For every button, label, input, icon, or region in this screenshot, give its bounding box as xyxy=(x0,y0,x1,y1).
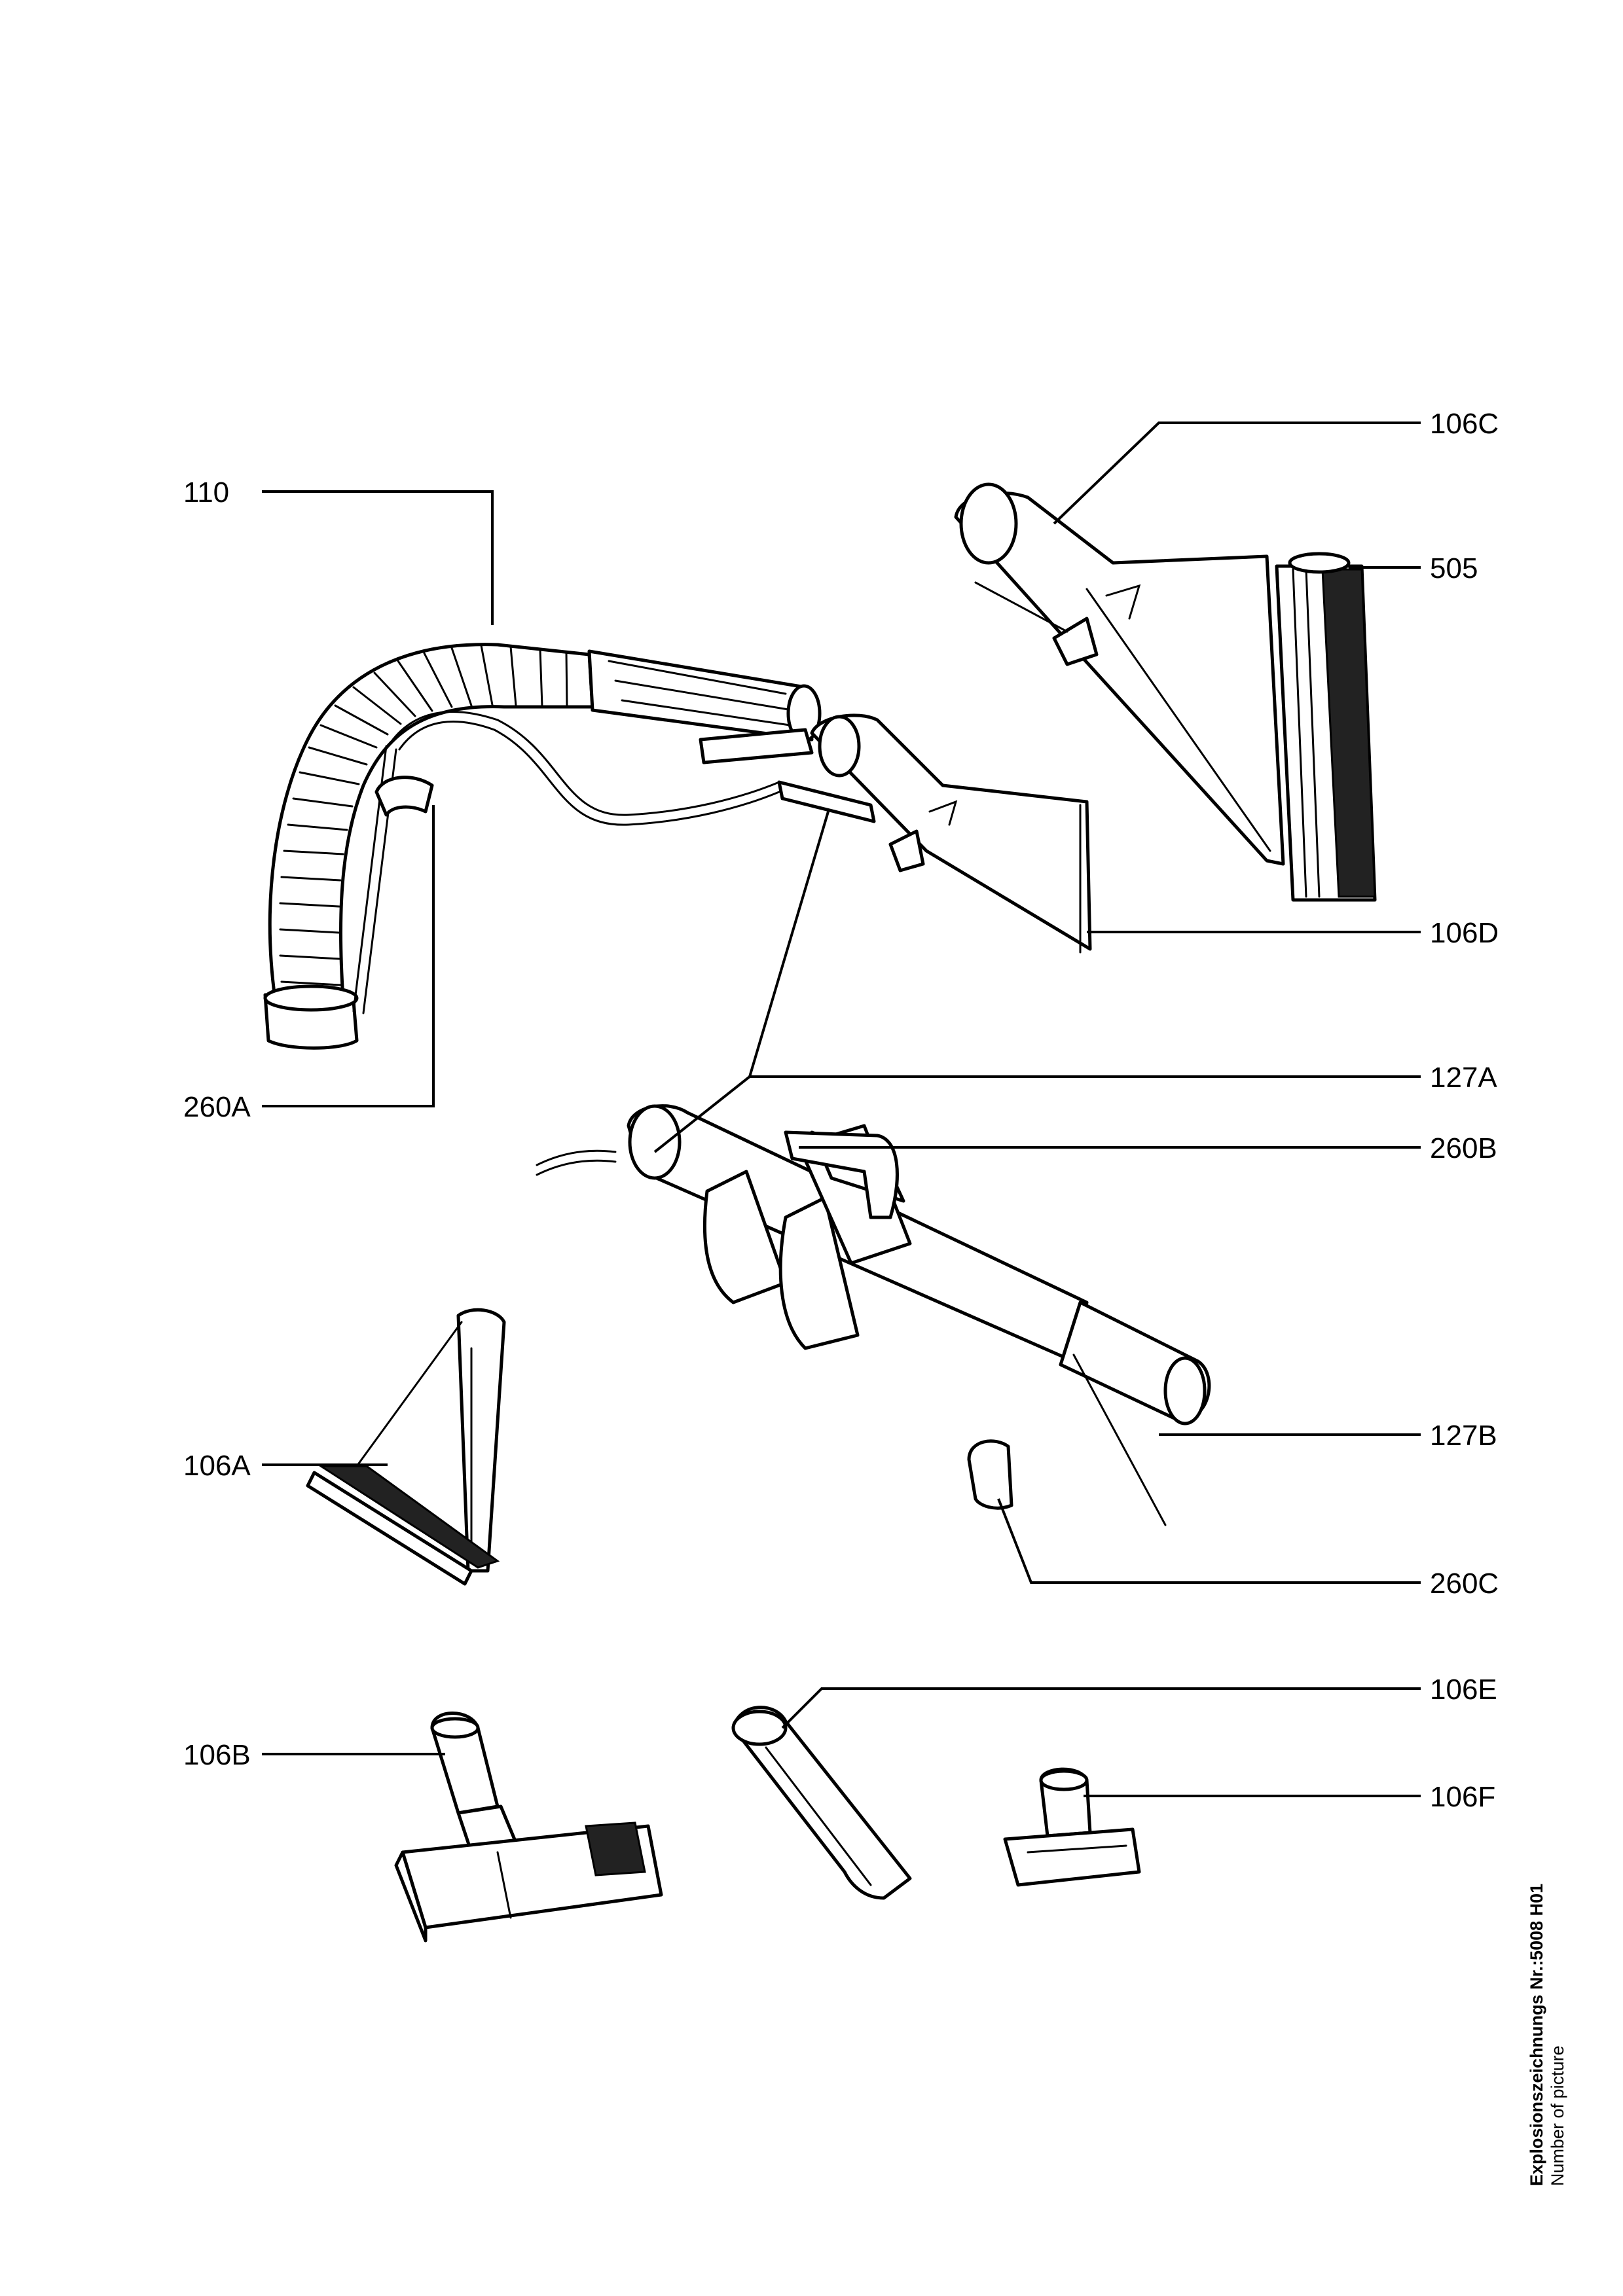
part-260C-clip xyxy=(967,1439,1013,1510)
label-106F: 106F xyxy=(1430,1781,1495,1813)
leader-260A xyxy=(262,805,435,1107)
drawing-number: Explosionszeichnungs Nr.:5008 H01 xyxy=(1527,1883,1546,2186)
label-260C: 260C xyxy=(1430,1568,1499,1600)
label-106A: 106A xyxy=(183,1450,251,1482)
label-106C: 106C xyxy=(1430,408,1499,440)
label-106E: 106E xyxy=(1430,1674,1497,1706)
part-106D-nozzle xyxy=(777,713,1092,954)
label-127B: 127B xyxy=(1430,1420,1497,1452)
part-260B-clip xyxy=(784,1130,899,1219)
hose-ribs xyxy=(279,644,568,986)
leader-lines xyxy=(262,422,1421,1797)
label-110: 110 xyxy=(183,476,229,509)
label-106D: 106D xyxy=(1430,917,1499,949)
leader-106E xyxy=(781,1687,1421,1729)
leader-127A-lower xyxy=(653,1075,751,1153)
part-505-brush-strip xyxy=(1275,552,1377,902)
part-260A-clip xyxy=(374,776,434,817)
label-260A: 260A xyxy=(183,1091,251,1123)
part-106C-nozzle xyxy=(954,482,1285,866)
part-106B-floor-nozzle xyxy=(394,1712,663,1943)
part-labels: 110 106C 505 106D 260A 127A 260B 106A 12… xyxy=(183,408,1499,1813)
part-106E-crevice-tool xyxy=(731,1706,912,1900)
leader-260C xyxy=(997,1498,1421,1584)
label-260B: 260B xyxy=(1430,1132,1497,1164)
label-127A: 127A xyxy=(1430,1062,1497,1094)
picture-caption: Number of picture xyxy=(1548,2045,1567,2186)
label-505: 505 xyxy=(1430,552,1478,584)
label-106B: 106B xyxy=(183,1739,251,1771)
part-110-hose xyxy=(263,643,822,1050)
leader-110 xyxy=(262,490,494,625)
part-106F-upholstery-tool xyxy=(1003,1767,1141,1887)
part-106A-brush-nozzle xyxy=(306,1308,506,1586)
leader-106C xyxy=(1053,422,1421,525)
